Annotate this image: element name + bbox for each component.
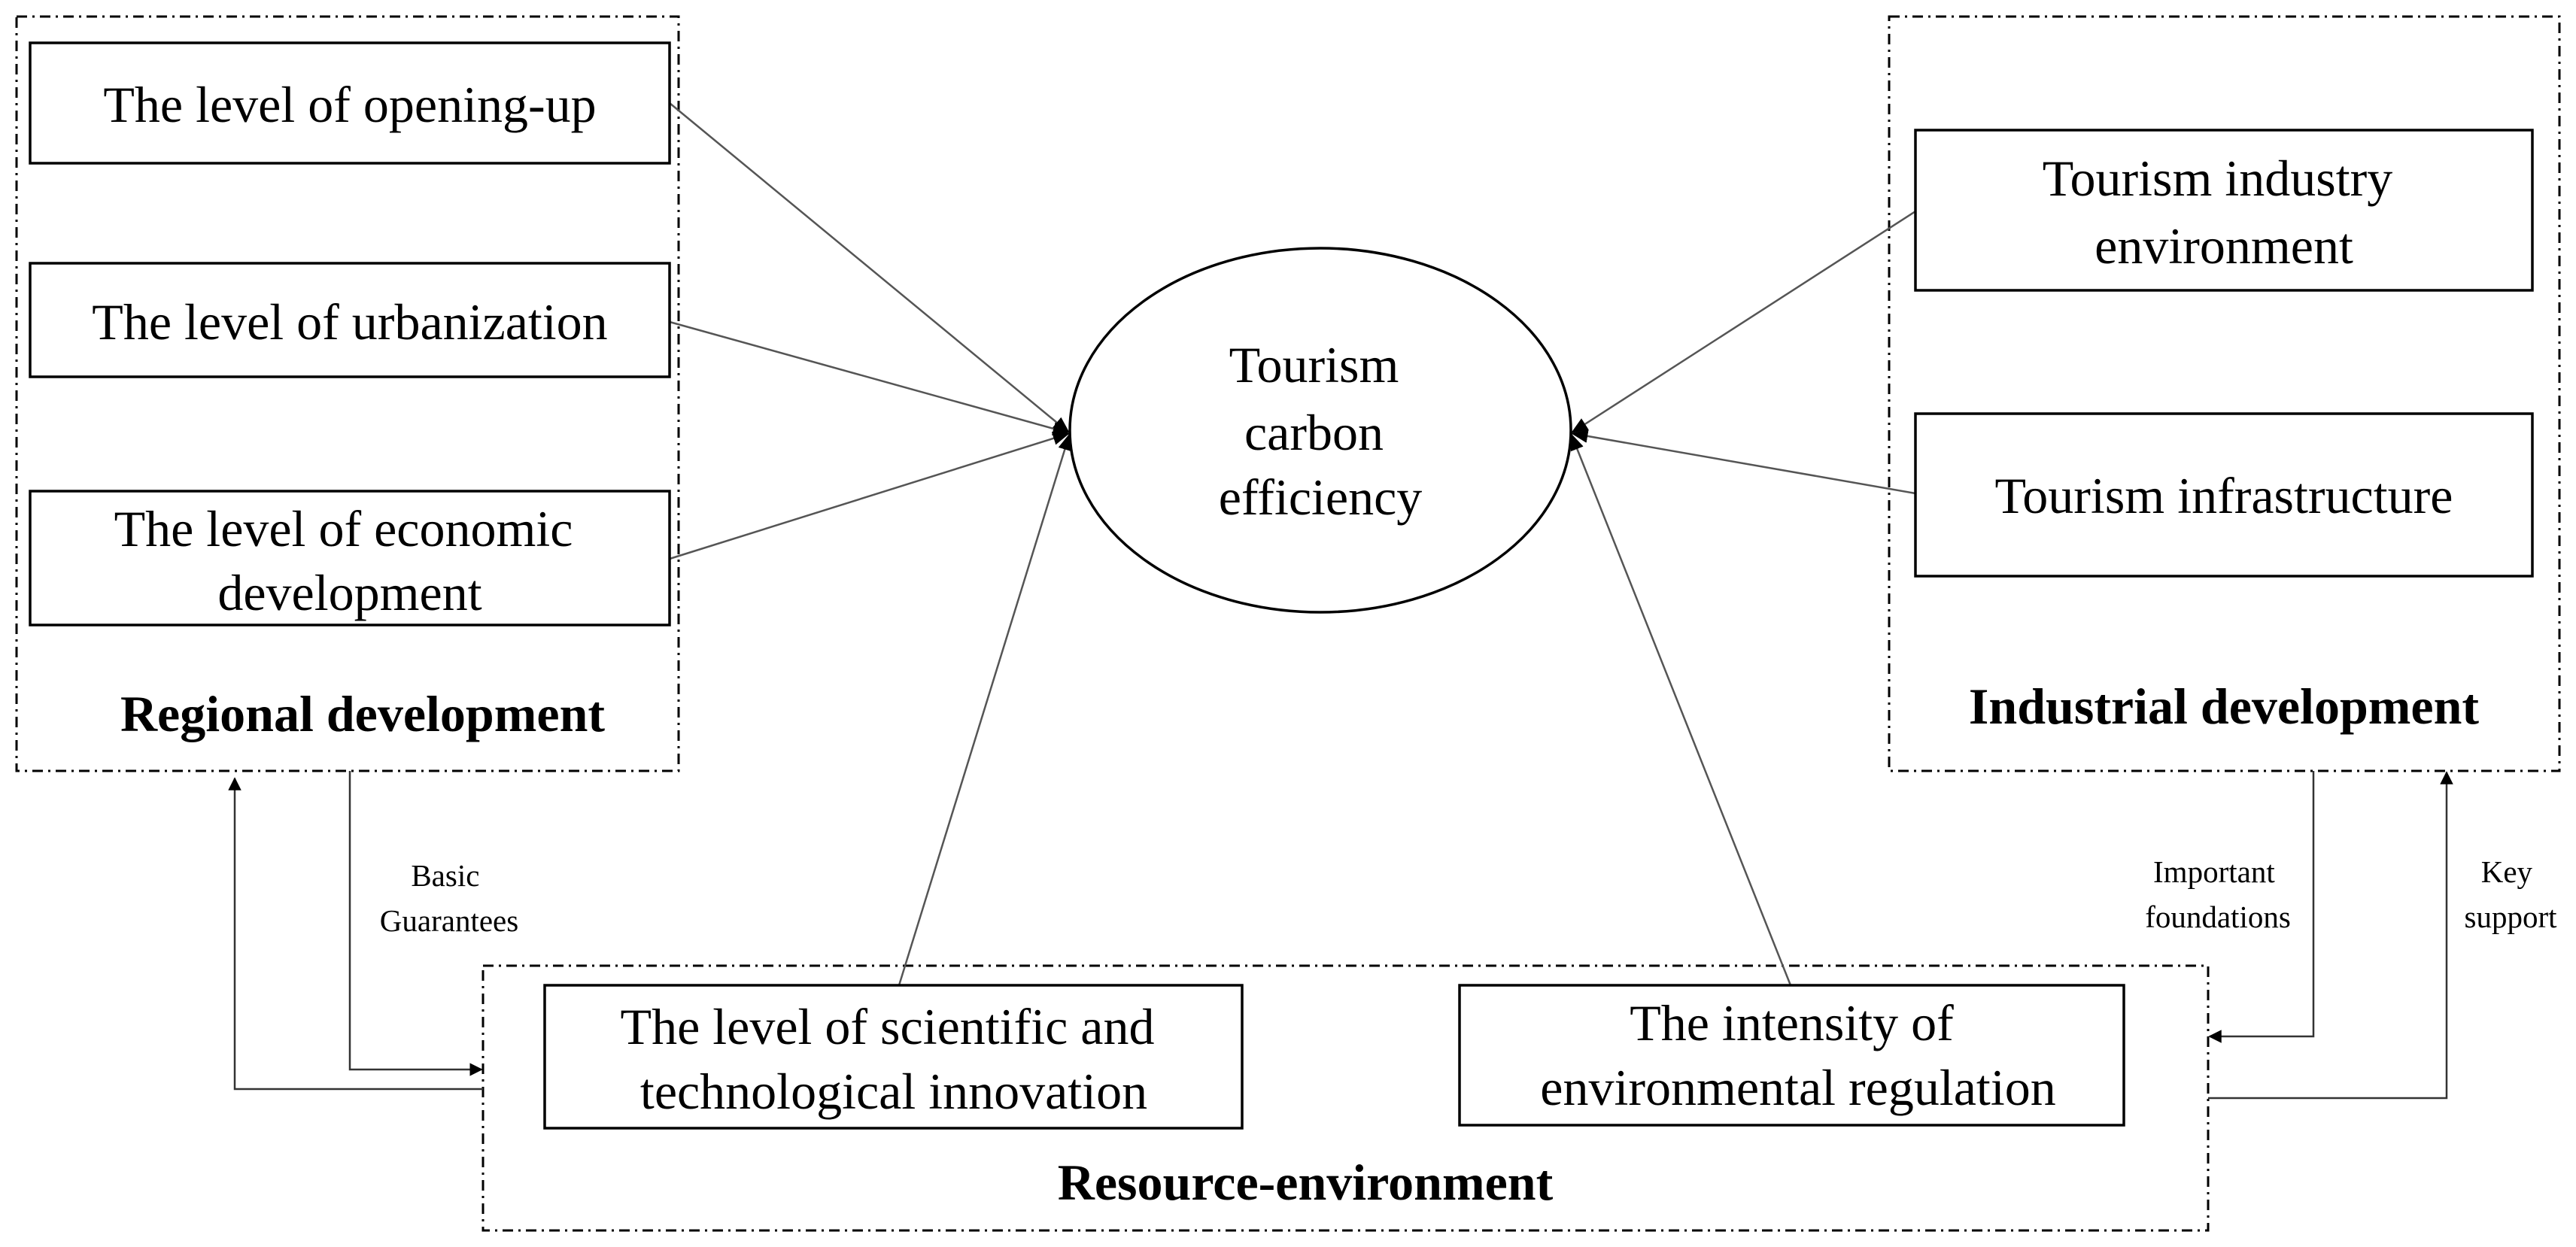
factor-label: Tourism infrastructure [1995,467,2453,524]
regional-development-title: Regional development [120,685,605,742]
link-opening-up [669,102,1071,434]
regional-development-group [15,15,680,772]
factor-label-line: The level of economic [114,500,573,557]
center-label-line: Tourism [1229,336,1399,393]
center-label-line: carbon [1244,404,1384,461]
link-infrastructure [1570,429,1916,495]
factor-box [1914,412,2534,578]
relation-label-line: foundations [2145,900,2291,934]
factor-label-line: Tourism industry [2043,150,2393,207]
factor-label: The level of scientific and technologica… [621,998,1168,1120]
factor-label-line: environment [2095,217,2353,275]
resource-environment-title: Resource-environment [1058,1154,1554,1211]
factor-label: The level of urbanization [92,293,607,350]
center-ellipse [1068,247,1572,614]
factor-box [543,984,1244,1130]
factor-label-line: Tourism infrastructure [1995,467,2453,524]
link-economic-development [669,432,1071,560]
factor-box [29,490,671,627]
factor-label-line: development [217,564,481,621]
factor-label-line: The intensity of [1630,994,1954,1051]
factor-industry-environment: Tourism industry environment [1914,129,2534,292]
factor-label: The level of opening-up [103,76,596,133]
factor-box [29,262,671,378]
factor-urbanization: The level of urbanization [29,262,671,378]
relation-label-line: Important [2153,854,2275,889]
arrow-regional-to-resource [348,771,483,1076]
factor-label: The level of economic development [114,500,586,621]
factor-scientific-innovation: The level of scientific and technologica… [543,984,1244,1130]
resource-environment-group [481,964,2210,1232]
factor-box [29,41,671,165]
link-scientific-innovation [898,432,1071,986]
factor-label: Tourism industry environment [2043,150,2406,275]
relation-label-line: Basic [411,858,479,893]
label-key-support: Key support [2465,854,2558,934]
link-industry-environment [1570,210,1916,435]
link-environmental-regulation [1569,432,1792,986]
factor-label-line: technological innovation [640,1063,1147,1120]
label-basic-guarantees: Basic Guarantees [380,858,518,938]
factor-label-line: environmental regulation [1540,1059,2055,1116]
arrow-industrial-to-resource [2208,771,2315,1043]
factor-label-line: The level of urbanization [92,293,607,350]
factor-label: The intensity of environmental regulatio… [1540,994,2055,1116]
industrial-development-title: Industrial development [1969,678,2480,735]
factor-label-line: The level of opening-up [103,76,596,133]
arrow-resource-to-industrial [2208,771,2453,1100]
relation-arrows [228,771,2453,1100]
influence-links [669,102,1916,986]
relation-label-line: Key [2481,854,2533,889]
industrial-development-group [1888,15,2561,772]
factor-box [1914,129,2534,292]
factor-label-line: The level of scientific and [621,998,1155,1055]
center-label-line: efficiency [1219,469,1423,526]
factor-economic-development: The level of economic development [29,490,671,627]
center-node: Tourism carbon efficiency [1068,247,1572,614]
arrow-resource-to-regional [228,777,483,1091]
relation-label-line: Guarantees [380,903,518,938]
relation-label-line: support [2465,900,2558,934]
center-label: Tourism carbon efficiency [1219,336,1423,526]
link-urbanization [669,320,1071,435]
label-important-foundations: Important foundations [2145,854,2291,934]
factor-environmental-regulation: The intensity of environmental regulatio… [1458,984,2125,1127]
factor-box [1458,984,2125,1127]
factor-infrastructure: Tourism infrastructure [1914,412,2534,578]
factor-opening-up: The level of opening-up [29,41,671,165]
